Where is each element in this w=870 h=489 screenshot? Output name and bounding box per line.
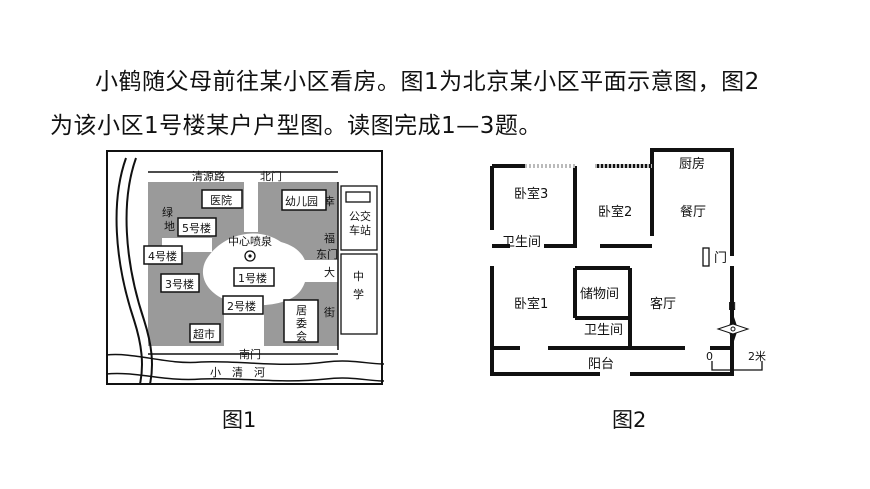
svg-text:3号楼: 3号楼 <box>165 277 194 291</box>
walls <box>490 148 734 376</box>
committee <box>283 299 319 343</box>
svg-text:5号楼: 5号楼 <box>182 221 211 235</box>
room-bedroom3: 卧室3 <box>514 186 548 202</box>
svg-text:0: 0 <box>706 350 713 363</box>
building-4 <box>143 245 183 265</box>
svg-text:超市: 超市 <box>193 327 215 341</box>
gate-south-label: 南门 <box>239 347 261 361</box>
gate-east-label: 东门 <box>316 247 338 261</box>
building-3 <box>160 273 200 293</box>
room-bedroom2: 卧室2 <box>598 204 632 220</box>
supermarket <box>189 323 221 343</box>
svg-text:幸: 幸 <box>324 195 335 208</box>
question-line-2: 为该小区1号楼某户户型图。读图完成1—3题。 <box>50 113 542 139</box>
svg-text:福: 福 <box>324 231 335 245</box>
room-living: 客厅 <box>650 296 676 312</box>
room-kitchen: 厨房 <box>679 156 705 172</box>
community-map: 清源路 北门 公交 车站 中 学 幸 福 东门 大 街 医院 幼儿园 绿 地 5… <box>106 150 384 385</box>
river-label: 小 清 河 <box>210 366 265 379</box>
svg-text:1号楼: 1号楼 <box>238 271 267 285</box>
svg-text:中心喷泉: 中心喷泉 <box>228 234 272 248</box>
svg-text:医院: 医院 <box>210 193 232 207</box>
svg-text:2米: 2米 <box>748 350 766 363</box>
kindergarten <box>281 189 327 211</box>
figure-1-caption: 图1 <box>222 408 257 432</box>
room-bathroom1: 卫生间 <box>502 235 541 250</box>
road-north-label: 清源路 <box>192 169 225 183</box>
question-line-1: 小鹤随父母前往某小区看房。图1为北京某小区平面示意图，图2 <box>95 69 760 95</box>
svg-text:街: 街 <box>324 305 335 319</box>
room-bathroom2: 卫生间 <box>584 323 623 338</box>
building-1 <box>233 267 275 287</box>
svg-text:幼儿园: 幼儿园 <box>285 195 318 208</box>
svg-text:地: 地 <box>164 220 175 233</box>
bus-station <box>340 185 378 251</box>
hospital <box>201 189 243 209</box>
room-bedroom1: 卧室1 <box>514 296 548 312</box>
svg-text:中: 中 <box>353 270 364 283</box>
building-5 <box>177 217 217 237</box>
school <box>340 253 378 335</box>
svg-text:学: 学 <box>353 287 364 301</box>
door-label: 门 <box>714 251 727 266</box>
room-storage: 储物间 <box>580 287 619 302</box>
svg-text:4号楼: 4号楼 <box>148 249 177 263</box>
compass-icon: N <box>716 300 750 344</box>
bus-station-label-2: 车站 <box>349 223 371 237</box>
fountain-icon <box>244 250 256 262</box>
gate-north-label: 北门 <box>260 169 282 183</box>
svg-text:N: N <box>728 300 736 313</box>
bus-station-label-1: 公交 <box>349 209 371 223</box>
svg-text:绿: 绿 <box>162 205 173 219</box>
bus-icon <box>345 191 371 203</box>
room-balcony: 阳台 <box>588 357 614 372</box>
svg-text:2号楼: 2号楼 <box>227 299 256 313</box>
floor-plan: 厨房 卧室3 卧室2 餐厅 卫生间 门 卧室1 储物间 客厅 卫生间 阳台 N … <box>490 148 766 376</box>
door <box>702 247 710 267</box>
svg-text:委: 委 <box>296 317 307 330</box>
svg-text:居: 居 <box>296 304 307 317</box>
svg-text:会: 会 <box>296 330 307 343</box>
svg-text:大: 大 <box>324 265 335 279</box>
scale-bar: 0 2米 <box>706 350 766 371</box>
room-dining: 餐厅 <box>680 204 706 220</box>
figure-2-caption: 图2 <box>612 408 647 432</box>
building-2 <box>222 295 264 315</box>
